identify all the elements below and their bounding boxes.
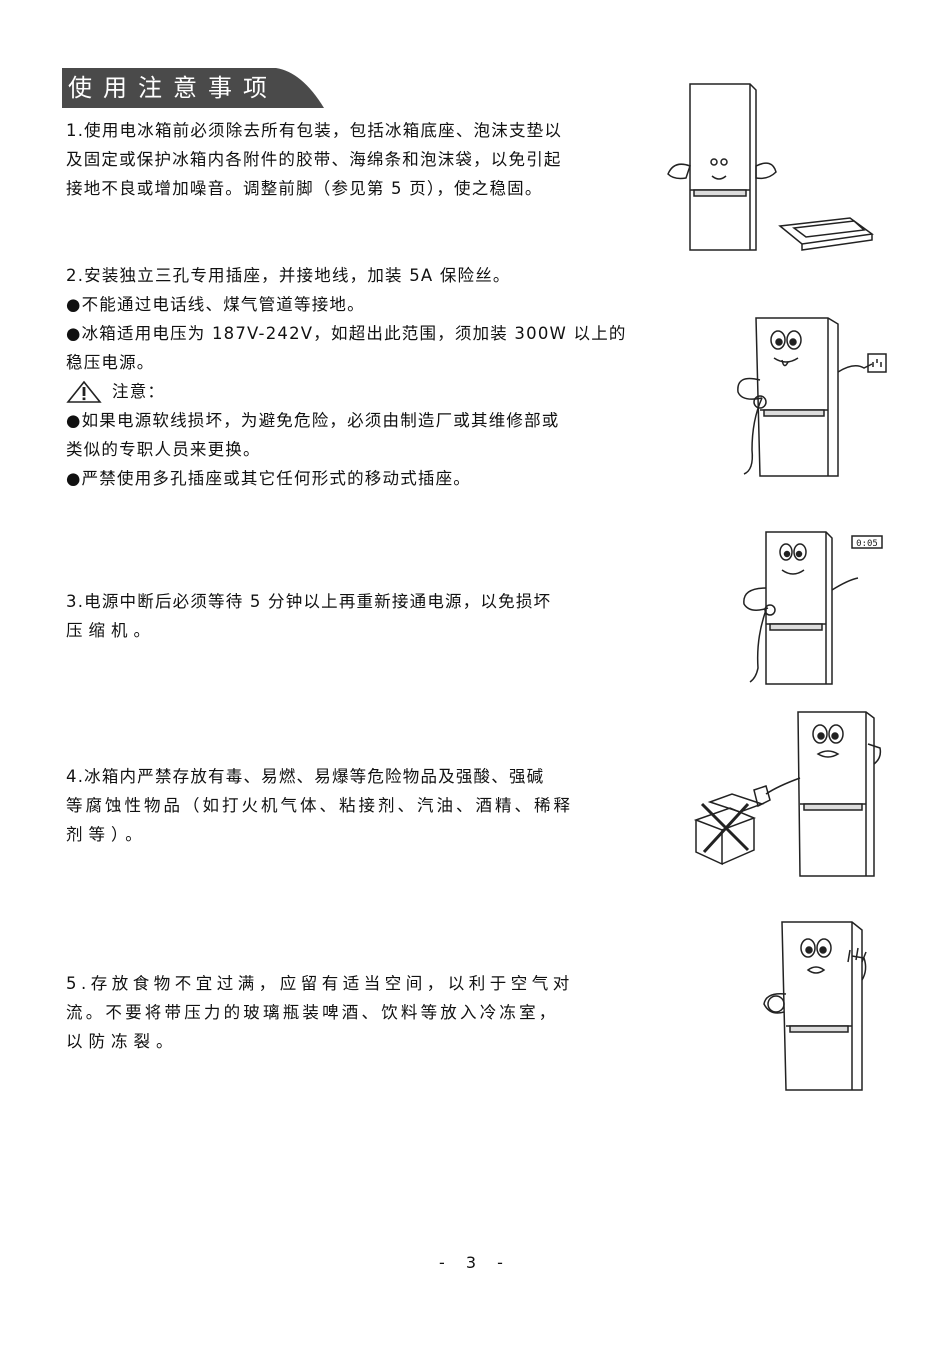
text-line: 剂等）。 [66, 825, 148, 844]
text-line: 压缩机。 [66, 621, 156, 640]
text-line: 3.电源中断后必须等待 5 分钟以上再重新接通电源，以免损坏 [66, 592, 552, 611]
section-2-heading: 2.安装独立三孔专用插座，并接地线，加装 5A 保险丝。 [66, 266, 511, 285]
bullet-item: ●冰箱适用电压为 187V-242V，如超出此范围，须加装 300W 以上的 [66, 324, 627, 343]
warning-row: 注意： [66, 377, 656, 406]
text-line: 1.使用电冰箱前必须除去所有包装，包括冰箱底座、泡沫支垫以 [66, 121, 563, 140]
bullet-item: ●如果电源软线损坏，为避免危险，必须由制造厂或其维修部或 [66, 411, 560, 430]
warning-label: 注意： [112, 382, 166, 401]
warning-triangle-icon [66, 380, 102, 403]
title-tab-shape [62, 68, 324, 108]
page-title: 使用注意事项 [68, 74, 278, 102]
text-line: 类似的专职人员来更换。 [66, 440, 261, 459]
section-3-text: 3.电源中断后必须等待 5 分钟以上再重新接通电源，以免损坏 压缩机。 [66, 587, 656, 645]
fridge-hazard-illustration [693, 711, 882, 877]
section-2-text: 2.安装独立三孔专用插座，并接地线，加装 5A 保险丝。 ●不能通过电话线、煤气… [66, 261, 656, 493]
page-number: - 3 - [439, 1253, 511, 1272]
text-line: 稳压电源。 [66, 353, 155, 372]
text-line: 流。不要将带压力的玻璃瓶装啤酒、饮料等放入冷冻室， [66, 1003, 559, 1022]
fridge-plug-illustration [737, 317, 887, 477]
bullet-item: ●不能通过电话线、煤气管道等接地。 [66, 295, 365, 314]
bullet-item: ●严禁使用多孔插座或其它任何形式的移动式插座。 [66, 469, 471, 488]
section-1-text: 1.使用电冰箱前必须除去所有包装，包括冰箱底座、泡沫支垫以 及固定或保护冰箱内各… [66, 116, 656, 203]
text-line: 及固定或保护冰箱内各附件的胶带、海绵条和泡沫袋，以免引起 [66, 150, 562, 169]
section-title-tab: 使用注意事项 [62, 68, 324, 108]
text-line: 接地不良或增加噪音。调整前脚（参见第 5 页），使之稳固。 [66, 179, 543, 198]
text-line: 4.冰箱内严禁存放有毒、易燃、易爆等危险物品及强酸、强碱 [66, 767, 545, 786]
section-4-text: 4.冰箱内严禁存放有毒、易燃、易爆等危险物品及强酸、强碱 等腐蚀性物品（如打火机… [66, 762, 656, 849]
section-5-text: 5.存放食物不宜过满，应留有适当空间，以利于空气对 流。不要将带压力的玻璃瓶装啤… [66, 969, 656, 1056]
fridge-overfill-illustration [763, 921, 867, 1091]
timer-display: 0:05 [856, 539, 878, 549]
fridge-unpack-illustration [667, 83, 874, 251]
text-line: 等腐蚀性物品（如打火机气体、粘接剂、汽油、酒精、稀释 [66, 796, 573, 815]
text-line: 5.存放食物不宜过满，应留有适当空间，以利于空气对 [66, 974, 574, 993]
fridge-timer-illustration: 0:05 [743, 531, 883, 685]
text-line: 以防冻裂。 [66, 1032, 179, 1051]
